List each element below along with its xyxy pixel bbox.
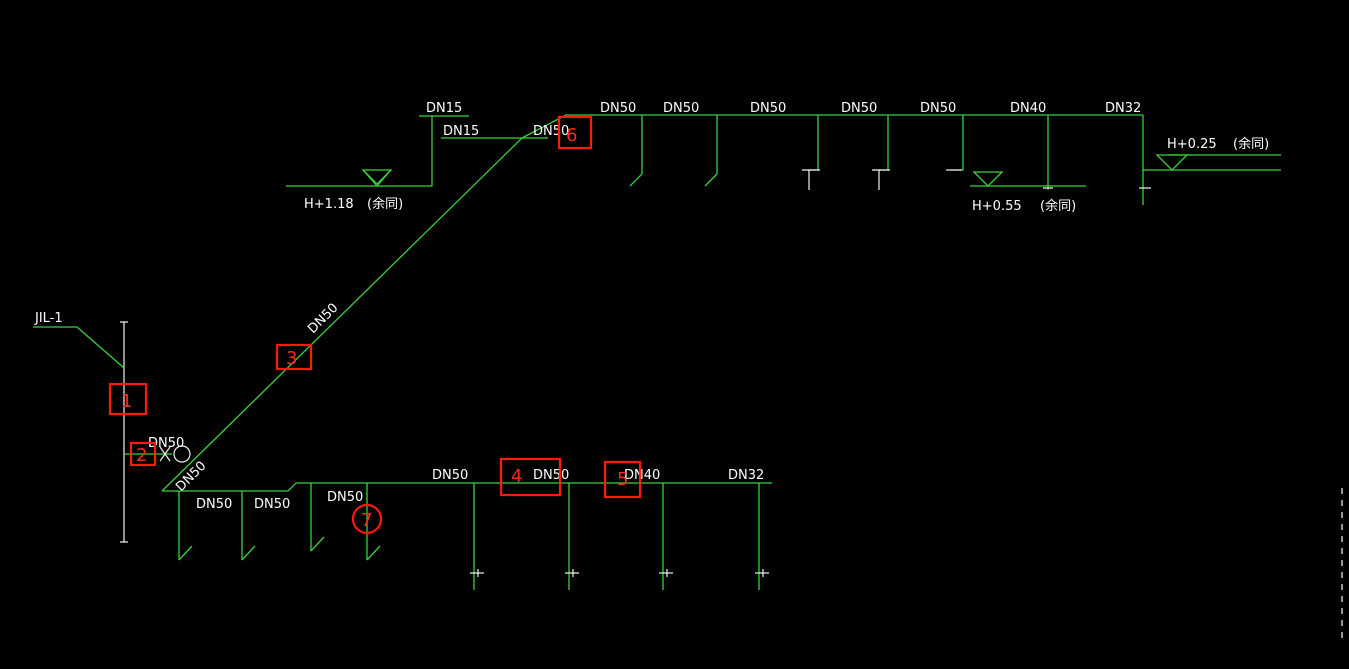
svg-text:7: 7 — [361, 510, 372, 531]
valve-icon — [173, 445, 191, 463]
marker-2: 2 — [129, 441, 157, 467]
svg-text:5: 5 — [617, 469, 628, 490]
elevation-left: H+1.18 — [304, 197, 354, 212]
upper-size-2: DN50 — [663, 101, 699, 116]
marker-7: 7 — [351, 503, 383, 535]
lower-size-d: DN50 — [432, 468, 468, 483]
lower-size-b: DN50 — [254, 497, 290, 512]
marker-1: 1 — [108, 382, 148, 416]
lower-size-g: DN32 — [728, 468, 764, 483]
elevation-right-note: (余同) — [1233, 136, 1269, 152]
svg-text:3: 3 — [286, 348, 297, 369]
lower-size-c: DN50 — [327, 490, 363, 505]
upper-size-4: DN50 — [841, 101, 877, 116]
upper-size-5: DN50 — [920, 101, 956, 116]
elevation-left-note: (余同) — [367, 196, 403, 212]
svg-text:2: 2 — [136, 445, 147, 466]
lower-size-e: DN50 — [533, 468, 569, 483]
upper-fixture-symbols — [802, 169, 1151, 190]
diagonal-size-label: DN50 — [305, 301, 341, 337]
upper-size-3: DN50 — [750, 101, 786, 116]
marker-4: 4 — [499, 457, 562, 497]
marker-6: 6 — [557, 115, 593, 150]
svg-text:4: 4 — [511, 466, 522, 487]
marker-5: 5 — [603, 460, 642, 499]
upper-size-7: DN32 — [1105, 101, 1141, 116]
lower-size-a: DN50 — [196, 497, 232, 512]
elevation-right: H+0.25 — [1167, 137, 1217, 152]
upper-branch-mid-size: DN15 — [443, 124, 479, 139]
upper-main-pipe — [286, 114, 1281, 205]
lower-main-pipe — [162, 482, 772, 590]
riser-branch-size: DN50 — [148, 436, 184, 451]
upper-size-6: DN40 — [1010, 101, 1046, 116]
marker-3: 3 — [275, 343, 313, 371]
lower-start-size: DN50 — [173, 459, 209, 495]
svg-text:6: 6 — [566, 125, 577, 146]
elevation-triangles — [361, 154, 1189, 187]
riser-label: JIL-1 — [34, 311, 63, 326]
upper-joint-size: DN50 — [533, 124, 569, 139]
lower-size-f: DN40 — [624, 468, 660, 483]
elevation-middle-note: (余同) — [1040, 198, 1076, 214]
svg-text:1: 1 — [121, 391, 132, 412]
elevation-middle: H+0.55 — [972, 199, 1022, 214]
upper-branch-top-size: DN15 — [426, 101, 462, 116]
diagonal-pipe — [161, 137, 523, 492]
fixture-symbols — [470, 569, 769, 577]
riser-jil-1 — [33, 321, 128, 543]
upper-size-1: DN50 — [600, 101, 636, 116]
